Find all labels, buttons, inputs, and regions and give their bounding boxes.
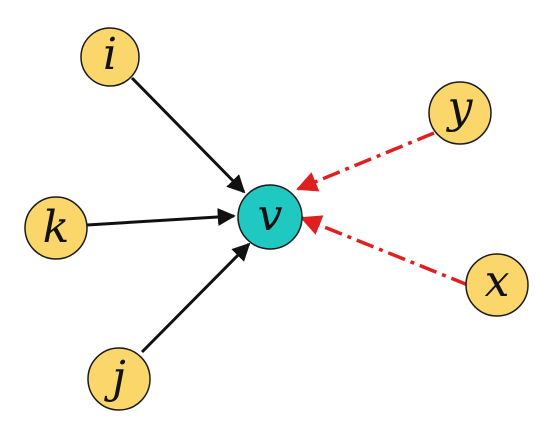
node-j: j [87,347,151,411]
node-y-circle [428,81,492,145]
edge-y-to-v [296,131,435,192]
node-k: k [24,196,88,260]
node-v-circle [237,184,303,250]
node-y: y [428,81,492,145]
node-x: x [465,253,529,317]
edge-x-to-v [300,215,469,287]
node-v-label: v [258,190,283,241]
node-k-label: k [43,202,70,253]
edge-i-to-v [130,76,246,194]
node-i-label: i [103,29,117,80]
node-i: i [80,27,140,87]
node-x-circle [465,253,529,317]
node-v: v [237,184,303,250]
node-j-circle [87,347,151,411]
edge-k-to-v [86,208,236,227]
node-k-circle [24,196,88,260]
node-x-label: x [485,256,510,307]
node-y-label: y [446,82,474,133]
edges [86,76,469,354]
node-i-circle [80,27,140,87]
edge-j-to-v [140,242,251,354]
